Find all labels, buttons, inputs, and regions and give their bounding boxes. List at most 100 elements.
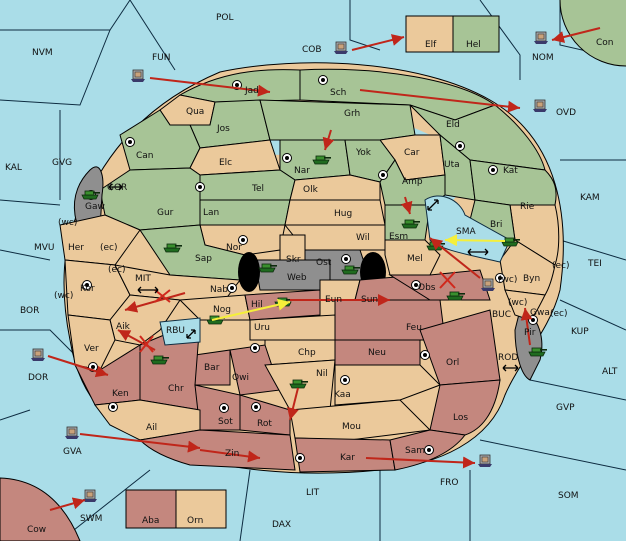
cut-mark [439,271,456,289]
ship-icon[interactable] [480,278,496,292]
move-orders [47,27,601,511]
land-label: Eun [325,295,342,305]
sea-label: SOM [558,491,579,501]
supply-center-icon [378,170,388,180]
land-con[interactable] [559,0,626,67]
supply-center-icon [318,75,328,85]
sea-label: LIT [306,488,320,498]
coast-label: (wc) [54,291,73,301]
order-arrow [520,307,533,346]
supply-center-icon [250,343,260,353]
coast-label: (ec) [552,261,570,271]
land-label: Gur [157,208,174,218]
sea-label: DAX [272,520,291,530]
land-olk[interactable] [289,174,381,201]
sea-label: MVU [34,243,55,253]
land-label: Grh [344,109,360,119]
land-label: Nab [210,285,228,295]
land-label: Hug [334,209,352,219]
sea-label: RBU [166,326,185,336]
land-label: Sam [405,446,425,456]
coast-label: (ec) [100,243,118,253]
ship-icon[interactable] [64,426,80,440]
land-her[interactable] [59,214,141,266]
land-orn[interactable] [175,489,227,529]
land-label: Con [596,38,614,48]
land-kaa[interactable] [334,364,441,406]
land-ver[interactable] [67,314,116,371]
sea-label: SWM [80,514,102,524]
land-label: Wil [356,233,370,243]
land-uta[interactable] [439,133,476,201]
link-icon [427,199,439,211]
sea-label: KAM [580,193,600,203]
land-grh[interactable] [259,99,416,141]
supply-center-icon [488,165,498,175]
link-icon [137,286,159,294]
order-arrow [199,449,261,463]
order-arrow [79,433,201,453]
supply-center-icon [108,402,118,412]
ship-icon[interactable] [532,99,548,113]
land-label: Sch [330,88,346,98]
sea-label: NVM [32,48,53,58]
sea-label: OVD [556,108,576,118]
land-hel[interactable] [452,15,500,53]
order-arrow [47,355,109,378]
supply-center-icon [125,137,135,147]
land-label: Ail [146,423,157,433]
land-label: Bri [490,220,502,230]
land-label: Uru [254,323,270,333]
supply-center-icon [195,182,205,192]
land-label: Kat [503,166,518,176]
land-tel[interactable] [199,169,296,201]
sea-label: KAL [5,163,22,173]
order-arrow [49,497,86,511]
sea-label: DOR [28,373,48,383]
supply-center-icon [424,445,434,455]
support-orders [211,234,506,321]
supply-center-icon [340,375,350,385]
land-label: Kaa [334,390,351,400]
ship-icon[interactable] [30,348,46,362]
ship-icon[interactable] [333,41,349,55]
ship-icon[interactable] [533,31,549,45]
ship-icon[interactable] [477,454,493,468]
order-arrow [551,27,601,43]
sea-label: POL [216,13,234,23]
land-label: Orn [187,516,203,526]
land-label: Gwa [530,308,550,318]
land-label: Nog [213,305,231,315]
sea-label: TEI [587,259,602,269]
order-arrow [149,77,271,97]
land-label: Mel [407,254,423,264]
ship-icon[interactable] [82,489,98,503]
coast-label: (wc) [498,275,517,285]
order-arrow [322,129,335,151]
sea-label: GOR [107,183,127,193]
land-label: Elf [425,40,437,50]
land-label: Obs [418,283,436,293]
land-label: Nor [226,243,242,253]
land-label: Uta [444,160,460,170]
land-label: Sap [195,254,212,264]
land-label: Ost [316,258,332,268]
land-label: Qua [186,107,204,117]
land-label: Lan [203,208,219,218]
sea-label: KUP [571,327,589,337]
sea-label: GVP [556,403,575,413]
canal-left [238,252,260,292]
land-label: Sot [218,417,233,427]
land-label: Yok [355,148,372,158]
supply-center-icon [295,453,305,463]
coast-label: (ec) [550,309,568,319]
sea-label: NOM [532,53,554,63]
order-arrow [365,456,476,469]
link-icon [108,183,123,191]
ship-icon[interactable] [130,69,146,83]
land-label: Kar [340,453,355,463]
land-mou[interactable] [289,399,432,441]
land-label: Rot [257,419,272,429]
land-label: Aba [142,516,159,526]
